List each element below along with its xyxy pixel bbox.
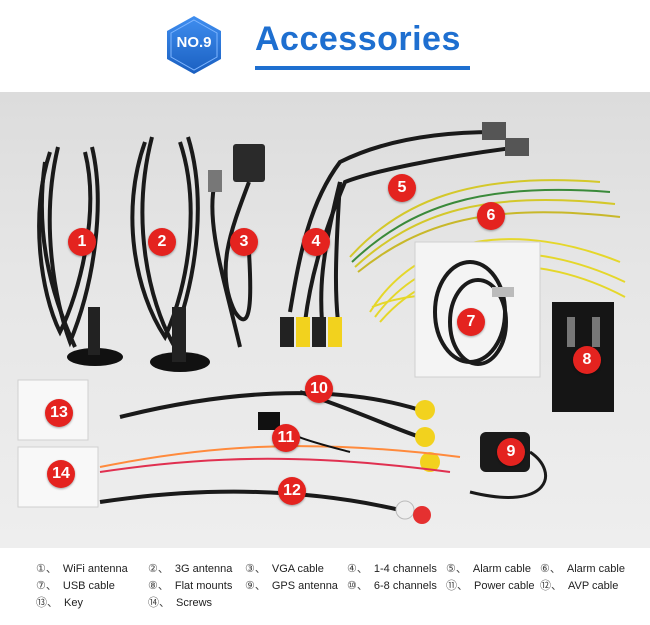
- legend-item-4: ④、1-4 channels: [347, 563, 437, 575]
- marker-14: 14: [47, 460, 75, 488]
- usb-cable: [433, 260, 508, 366]
- vga-connector: [233, 144, 265, 182]
- marker-11: 11: [272, 424, 300, 452]
- legend-item-10: ⑩、6-8 channels: [347, 580, 437, 592]
- avp-cable: [99, 489, 401, 512]
- marker-8: 8: [573, 346, 601, 374]
- legend-item-11: ⑪、Power cable: [446, 580, 535, 592]
- legend-item-14: ⑭、Screws: [148, 597, 213, 609]
- marker-9: 9: [497, 438, 525, 466]
- accessories-illustration: [17, 122, 626, 524]
- legend-item-9: ⑨、GPS antenna: [245, 580, 338, 592]
- wifi-antenna-coil: [37, 146, 100, 348]
- legend-item-3: ③、VGA cable: [245, 563, 324, 575]
- title-underline: [255, 66, 470, 70]
- product-photo: 1 2 3 4 5 6 7 8 9 10 11 12 13 14: [0, 92, 650, 548]
- marker-13: 13: [45, 399, 73, 427]
- header: NO.9 Accessories: [0, 0, 650, 92]
- legend: ①、WiFi antenna ②、3G antenna ③、VGA cable …: [0, 548, 650, 625]
- legend-item-12: ⑫、AVP cable: [540, 580, 619, 592]
- page-title: Accessories: [255, 20, 461, 58]
- marker-5: 5: [388, 174, 416, 202]
- legend-item-2: ②、3G antenna: [148, 563, 233, 575]
- legend-item-7: ⑦、USB cable: [36, 580, 115, 592]
- screws-bag: [17, 446, 99, 508]
- marker-4: 4: [302, 228, 330, 256]
- marker-2: 2: [148, 228, 176, 256]
- badge: NO.9: [163, 14, 225, 76]
- marker-1: 1: [68, 228, 96, 256]
- hexagon-badge-icon: [167, 16, 221, 74]
- legend-item-8: ⑧、Flat mounts: [148, 580, 233, 592]
- legend-item-5: ⑤、Alarm cable: [446, 563, 531, 575]
- marker-10: 10: [305, 375, 333, 403]
- marker-12: 12: [278, 477, 306, 505]
- marker-3: 3: [230, 228, 258, 256]
- vga-cable: [210, 181, 253, 348]
- marker-6: 6: [477, 202, 505, 230]
- legend-item-1: ①、WiFi antenna: [36, 563, 128, 575]
- alarm-cable-5: [349, 179, 621, 273]
- legend-item-13: ⑬、Key: [36, 597, 83, 609]
- legend-item-6: ⑥、Alarm cable: [540, 563, 625, 575]
- badge-label: NO.9: [176, 34, 212, 51]
- channels-cable-1-4: [288, 130, 521, 323]
- marker-7: 7: [457, 308, 485, 336]
- wifi-antenna-base: [67, 348, 123, 366]
